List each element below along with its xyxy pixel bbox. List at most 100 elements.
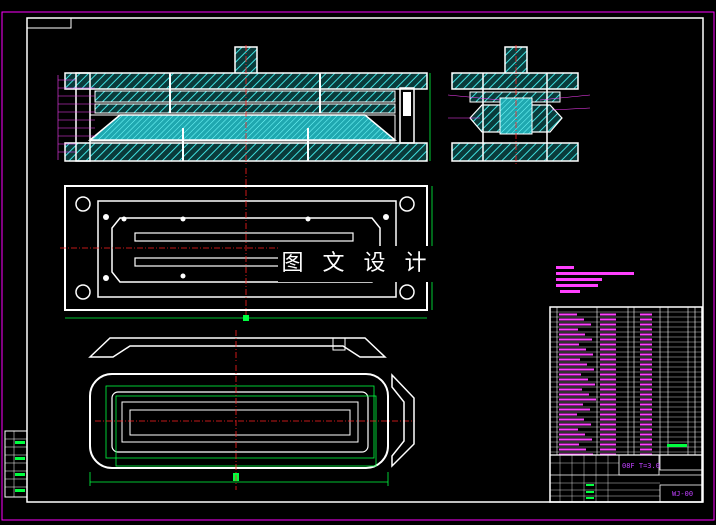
parts-list-entry-stroke xyxy=(640,333,652,336)
parts-list-entry-stroke xyxy=(600,403,616,406)
parts-list-entry-stroke xyxy=(559,443,579,446)
parts-list-entry-stroke xyxy=(640,428,652,431)
material-spec: 08F T=3.0 xyxy=(622,462,660,470)
parts-list-entry-stroke xyxy=(600,393,616,396)
parts-list-entry-stroke xyxy=(600,443,616,446)
part-inner-outline-3 xyxy=(129,409,351,436)
parts-list-entry-stroke xyxy=(559,353,593,356)
parts-list-entry-stroke xyxy=(559,388,582,391)
parts-list-entry-stroke xyxy=(559,438,592,441)
stripper-plate xyxy=(94,103,396,114)
technical-notes xyxy=(556,266,634,293)
parts-list-entry-stroke xyxy=(640,368,652,371)
parts-list-entry-stroke xyxy=(559,373,581,376)
parts-list-entry-stroke xyxy=(640,383,652,386)
parts-list-entry-stroke xyxy=(559,348,586,351)
part-outer-outline xyxy=(89,373,389,469)
parts-list-entry-stroke xyxy=(640,338,652,341)
plan-die-outline xyxy=(111,217,381,283)
inner-frame xyxy=(26,17,704,503)
parts-list-entry-stroke xyxy=(640,378,652,381)
parts-list-entry-stroke xyxy=(640,373,652,376)
parts-list-entry-stroke xyxy=(600,363,616,366)
part-inner-outline-2 xyxy=(121,401,359,443)
title-block-green-marks xyxy=(586,444,687,499)
parts-list-entry-stroke xyxy=(640,313,652,316)
parts-list-entry-stroke xyxy=(559,428,578,431)
side-leaders xyxy=(447,94,591,119)
parts-list-entry-stroke xyxy=(600,348,616,351)
parts-list-entry-stroke xyxy=(559,423,591,426)
parts-list-entry-stroke xyxy=(559,403,583,406)
parts-list-columns xyxy=(556,307,696,455)
part-inner-outline-1 xyxy=(111,391,369,453)
parts-list-entry-stroke xyxy=(640,398,652,401)
parts-list-entry-stroke xyxy=(559,368,594,371)
parts-list-entry-stroke xyxy=(600,388,616,391)
parts-list-entry-stroke xyxy=(600,323,616,326)
parts-list-entry-stroke xyxy=(640,388,652,391)
parts-list-entry-stroke xyxy=(600,398,616,401)
plan-guide-holes xyxy=(75,196,415,300)
front-section-view xyxy=(57,45,431,165)
parts-list-entry-stroke xyxy=(600,353,616,356)
backing-plate xyxy=(94,90,396,103)
parts-list-entry-stroke xyxy=(600,378,616,381)
parts-list-entry-stroke xyxy=(559,358,580,361)
parts-list-entry-stroke xyxy=(559,333,585,336)
part-detail-box xyxy=(332,337,346,351)
parts-list-entry-stroke xyxy=(600,418,616,421)
parts-list-entry-stroke xyxy=(640,348,652,351)
part-side-view xyxy=(88,330,387,362)
parts-list-entry-stroke xyxy=(640,443,652,446)
parts-list-entry-stroke xyxy=(559,408,590,411)
parts-list-entry-stroke xyxy=(640,358,652,361)
parts-list-entry-stroke xyxy=(600,408,616,411)
parts-list-entry-stroke xyxy=(559,398,596,401)
parts-list-entry-stroke xyxy=(559,343,579,346)
parts-list-table xyxy=(549,306,703,503)
guide-pillar-left xyxy=(75,72,91,162)
parts-list-entry-stroke xyxy=(600,448,616,451)
parts-list-entry-stroke xyxy=(600,358,616,361)
parts-list-entry-stroke xyxy=(640,353,652,356)
parts-list-entry-stroke xyxy=(640,438,652,441)
side-section-view xyxy=(447,45,591,165)
parts-list-entry-stroke xyxy=(640,448,652,451)
parts-list-entry-stroke xyxy=(640,323,652,326)
die-cavity xyxy=(87,114,398,141)
parts-list-entry-stroke xyxy=(600,328,616,331)
parts-list-entry-stroke xyxy=(600,373,616,376)
parts-list-entry-stroke xyxy=(559,413,577,416)
parts-list-entry-stroke xyxy=(600,433,616,436)
parts-list-entry-stroke xyxy=(559,378,588,381)
parts-list-entry-stroke xyxy=(640,413,652,416)
plan-slot-1 xyxy=(134,232,354,242)
side-lower-plate xyxy=(451,142,579,162)
parts-list-entry-stroke xyxy=(600,338,616,341)
plan-dim-marker xyxy=(243,315,249,321)
parts-list-entry-stroke xyxy=(600,413,616,416)
plan-slot-2 xyxy=(134,257,281,267)
parts-list-entry-stroke xyxy=(600,428,616,431)
guide-bush-insert xyxy=(403,92,411,116)
part-profile xyxy=(88,337,387,358)
drawing-number: WJ-00 xyxy=(672,490,694,498)
revision-table xyxy=(4,430,28,498)
parts-list-entry-stroke xyxy=(559,433,585,436)
parts-list-entry-stroke xyxy=(559,393,589,396)
parts-list-entry-stroke xyxy=(600,313,616,316)
parts-list-entry-stroke xyxy=(600,343,616,346)
corner-tag xyxy=(26,17,72,29)
parts-list-entry-stroke xyxy=(640,418,652,421)
parts-list-entry-stroke xyxy=(640,363,652,366)
plan-view xyxy=(60,168,435,321)
parts-list-entry-stroke xyxy=(600,383,616,386)
parts-list-entry-stroke xyxy=(600,318,616,321)
parts-list-entry-stroke xyxy=(600,333,616,336)
parts-list-entry-stroke xyxy=(640,423,652,426)
part-plan-view xyxy=(89,365,415,490)
parts-list-entry-stroke xyxy=(559,418,584,421)
outer-border xyxy=(1,11,715,521)
